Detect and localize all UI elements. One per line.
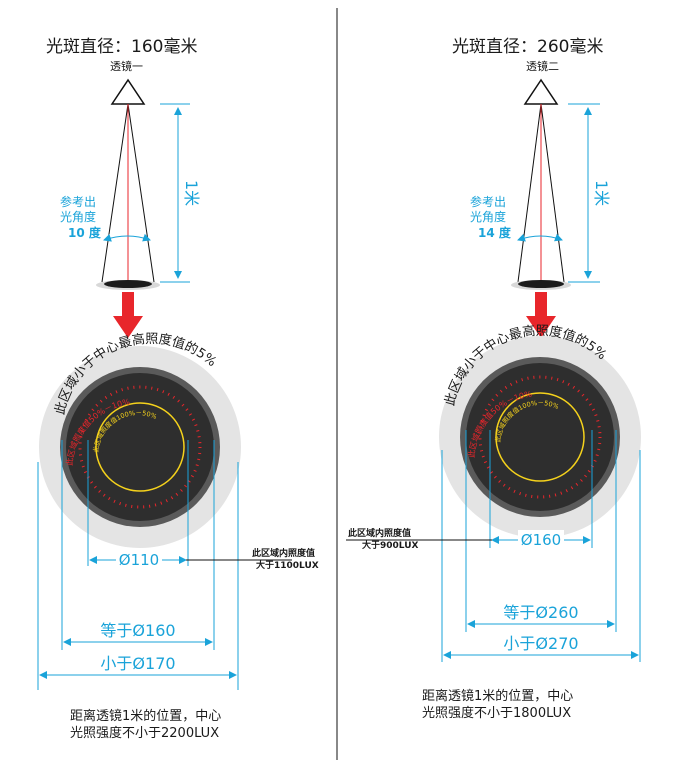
left-beam-edge (127, 103, 155, 283)
left-lens-triangle (110, 78, 146, 105)
left-angle-value: 10 度 (68, 225, 102, 240)
right-panel: 光斑直径：260毫米 透镜二 1米 参考出 光角度 14 度 此区域小于中心最高… (346, 37, 641, 721)
left-callout-1: 此区域内照度值 (252, 547, 315, 559)
left-yellow-ring (95, 402, 185, 492)
left-angle-label-2: 光角度 (60, 209, 96, 224)
left-distance-label: 1米 (182, 180, 201, 206)
right-yellow-ring (495, 392, 585, 482)
left-dim-outer: 小于Ø170 (100, 654, 175, 673)
right-angle-label-1: 参考出 (470, 194, 506, 209)
right-callout-1: 此区域内照度值 (348, 527, 411, 539)
right-angle-label-2: 光角度 (470, 209, 506, 224)
right-distance-label: 1米 (592, 180, 611, 206)
right-down-arrow (526, 292, 556, 338)
left-title: 光斑直径：160毫米 (46, 37, 197, 57)
left-dim-inner-bg (116, 550, 162, 568)
right-lens-label: 透镜二 (526, 59, 559, 73)
right-title: 光斑直径：260毫米 (452, 37, 603, 57)
right-lens-triangle (523, 78, 559, 105)
left-dim-inner: Ø110 (119, 551, 159, 569)
left-footer-2: 光照强度不小于2200LUX (70, 725, 219, 741)
left-red-dotted-ring (78, 385, 202, 509)
left-footer-1: 距离透镜1米的位置，中心 (70, 708, 221, 724)
right-dim-middle: 等于Ø260 (503, 603, 578, 622)
right-beam-edge (540, 103, 565, 283)
left-down-arrow (113, 292, 143, 338)
right-spot (518, 280, 564, 288)
left-inner-core (102, 409, 178, 485)
right-dim-inner-bg (518, 530, 564, 548)
right-red-dotted-ring (478, 375, 602, 499)
right-inner-core (502, 399, 578, 475)
right-dim-inner: Ø160 (521, 531, 561, 549)
right-angle-value: 14 度 (478, 225, 512, 240)
left-beam-edge (101, 103, 129, 283)
left-dim-middle: 等于Ø160 (100, 621, 175, 640)
right-beam-edge (517, 103, 542, 283)
right-footer-2: 光照强度不小于1800LUX (422, 705, 571, 721)
left-angle-arc (103, 233, 151, 242)
left-spot (104, 280, 152, 288)
right-angle-arc (517, 233, 563, 242)
left-lens-label: 透镜一 (110, 59, 143, 73)
left-callout-2: 大于1100LUX (256, 559, 319, 571)
left-panel: 光斑直径：160毫米 透镜一 1米 参考出 光角度 10 度 此区域小于中心最高… (37, 37, 319, 741)
left-angle-label-1: 参考出 (60, 194, 96, 209)
right-footer-1: 距离透镜1米的位置，中心 (422, 688, 573, 704)
right-dim-outer: 小于Ø270 (503, 634, 578, 653)
right-callout-2: 大于900LUX (362, 539, 419, 551)
